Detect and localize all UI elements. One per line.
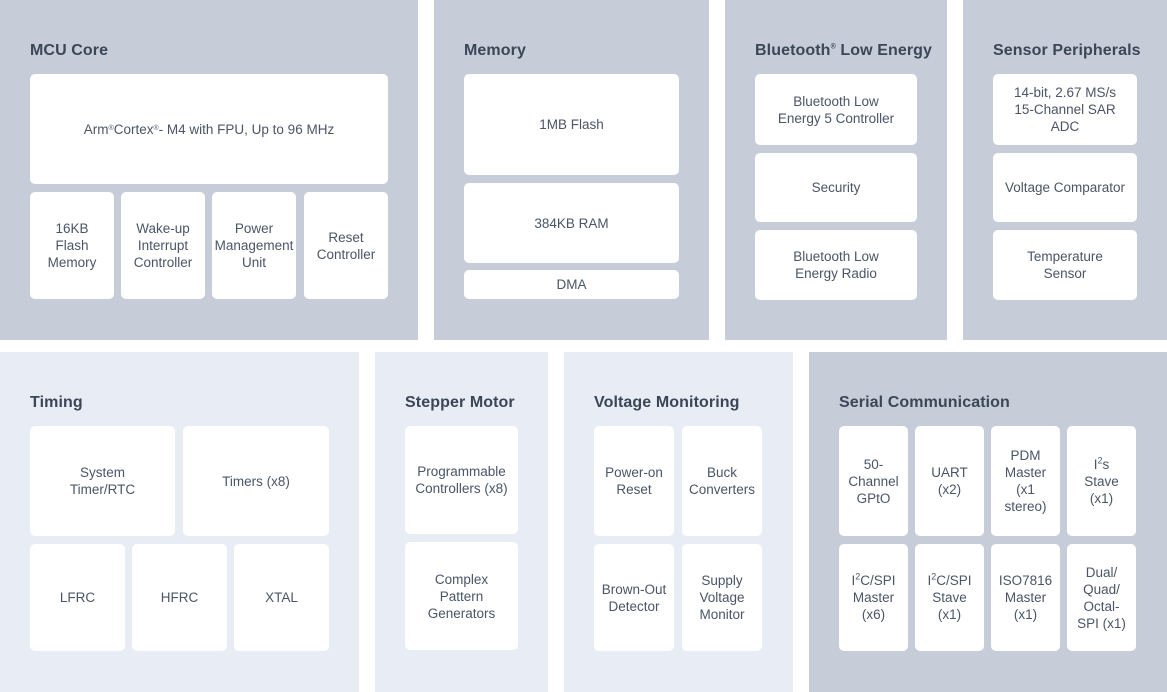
i2c-slave-label-a: I — [927, 573, 932, 588]
ble-panel: Bluetooth® Low Energy Bluetooth Low Ener… — [725, 0, 947, 340]
security-block: Security — [755, 153, 917, 222]
supply-voltage-monitor-block: Supply Voltage Monitor — [682, 544, 762, 651]
voltage-title: Voltage Monitoring — [594, 394, 740, 411]
brown-out-detector-block: Brown-Out Detector — [594, 544, 674, 651]
superscript: 2 — [1097, 455, 1103, 465]
i2c-master-label-a: I — [851, 573, 856, 588]
buck-converters-block: Buck Converters — [682, 426, 762, 536]
voltage-comparator-block: Voltage Comparator — [993, 153, 1137, 222]
pattern-generators-block: Complex Pattern Generators — [405, 542, 518, 650]
ble-title: Bluetooth® Low Energy — [755, 42, 932, 60]
mcu-core-panel: MCU Core Arm®Cortex®- M4 with FPU, Up to… — [0, 0, 418, 340]
timing-panel: Timing System Timer/RTC Timers (x8) LFRC… — [0, 352, 359, 692]
timers-block: Timers (x8) — [183, 426, 329, 536]
xtal-block: XTAL — [234, 544, 329, 651]
hfrc-block: HFRC — [132, 544, 227, 651]
flash-block: 1MB Flash — [464, 74, 679, 175]
gpio-block: 50- Channel GPtO — [839, 426, 908, 536]
serial-panel: Serial Communication 50- Channel GPtO UA… — [809, 352, 1167, 692]
temperature-sensor-block: Temperature Sensor — [993, 230, 1137, 300]
i2s-block: I2s Stave (x1) — [1067, 426, 1136, 536]
reg-mark: ® — [830, 43, 836, 51]
memory-panel: Memory 1MB Flash 384KB RAM DMA — [434, 0, 709, 340]
i2c-spi-slave-block: I2C/SPI Stave (x1) — [915, 544, 984, 651]
ram-block: 384KB RAM — [464, 183, 679, 263]
dma-block: DMA — [464, 270, 679, 299]
voltage-panel: Voltage Monitoring Power-on Reset Buck C… — [564, 352, 793, 692]
ble-radio-block: Bluetooth Low Energy Radio — [755, 230, 917, 300]
mcu-core-title: MCU Core — [30, 42, 109, 59]
ble-title-a: Bluetooth — [755, 42, 831, 59]
superscript: 2 — [931, 571, 937, 582]
uart-block: UART (x2) — [915, 426, 984, 536]
reset-controller-block: Reset Controller — [304, 192, 388, 299]
pdm-block: PDM Master (x1 stereo) — [991, 426, 1060, 536]
serial-title: Serial Communication — [839, 394, 1010, 411]
adc-block: 14-bit, 2.67 MS/s 15-Channel SAR ADC — [993, 74, 1137, 145]
power-management-block: Power Management Unit — [212, 192, 296, 299]
ble-title-b: Low Energy — [835, 42, 933, 59]
i2c-master-label-b: C/SPI Master (x6) — [852, 573, 896, 622]
cortex-spec: - M4 with FPU, Up to 96 MHz — [158, 121, 335, 137]
programmable-controllers-block: Programmable Controllers (x8) — [405, 426, 518, 534]
system-timer-block: System Timer/RTC — [30, 426, 175, 536]
octal-spi-block: Dual/ Quad/ Octal- SPI (x1) — [1067, 544, 1136, 651]
i2s-label-a: I — [1093, 456, 1098, 472]
cortex-label: Cortex — [113, 121, 154, 137]
iso7816-block: ISO7816 Master (x1) — [991, 544, 1060, 651]
power-on-reset-block: Power-on Reset — [594, 426, 674, 536]
i2c-spi-master-block: I2C/SPI Master (x6) — [839, 544, 908, 651]
timing-title: Timing — [30, 394, 83, 411]
memory-title: Memory — [464, 42, 526, 59]
arm-cortex-block: Arm®Cortex®- M4 with FPU, Up to 96 MHz — [30, 74, 388, 184]
wakeup-controller-block: Wake-up Interrupt Controller — [121, 192, 205, 299]
lfrc-block: LFRC — [30, 544, 125, 651]
superscript: 2 — [855, 571, 861, 582]
stepper-title: Stepper Motor — [405, 394, 515, 411]
stepper-panel: Stepper Motor Programmable Controllers (… — [375, 352, 548, 692]
sensor-title: Sensor Peripherals — [993, 42, 1141, 59]
sensor-panel: Sensor Peripherals 14-bit, 2.67 MS/s 15-… — [963, 0, 1167, 340]
arm-label: Arm — [83, 121, 109, 137]
i2c-slave-label-b: C/SPI Stave (x1) — [932, 573, 972, 622]
ble-controller-block: Bluetooth Low Energy 5 Controller — [755, 74, 917, 145]
flash-memory-block: 16KB Flash Memory — [30, 192, 114, 299]
i2s-label-b: s Stave (x1) — [1084, 456, 1119, 506]
